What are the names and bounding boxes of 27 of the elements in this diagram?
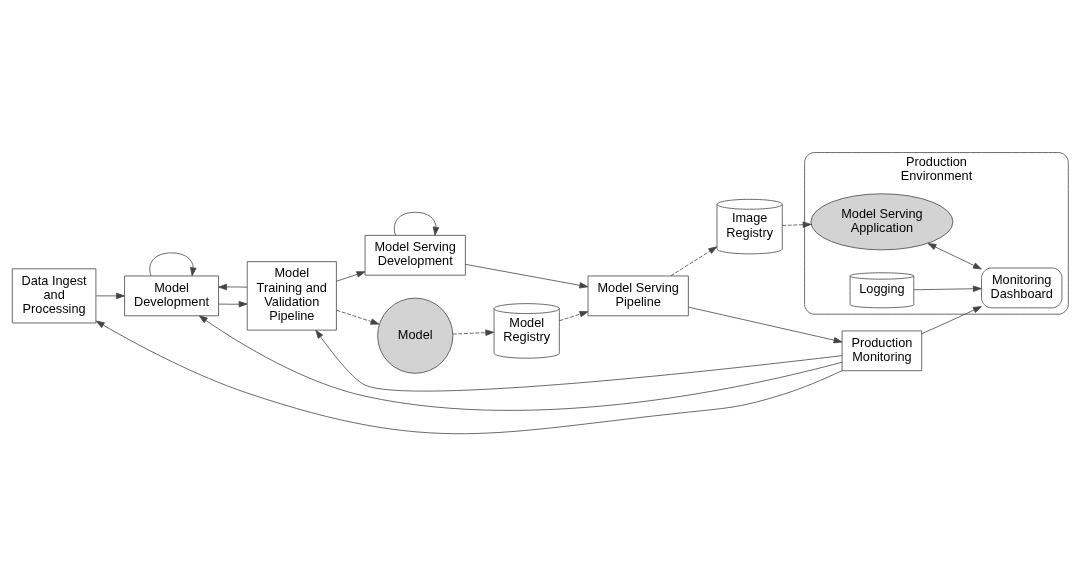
arrow [559,310,589,321]
arrow [688,306,843,343]
arrow [149,252,197,276]
arrow [95,320,843,434]
arrow [393,211,440,236]
arrow [452,329,495,336]
arrow [218,300,248,307]
node-box: Model Development [124,275,219,316]
arrow [198,314,843,411]
arrow [315,329,843,391]
arrow [95,292,125,299]
arrow [336,270,366,282]
node-box: Production Monitoring [841,330,923,371]
arrow [927,242,982,269]
node-box: Data Ingest and Processing [11,267,97,323]
arrow [913,285,982,292]
node-box: Model Serving Development [364,234,466,276]
node-box: Model Serving Pipeline [587,275,689,316]
arrow [336,309,380,325]
arrow [218,283,248,290]
arrow [465,263,589,288]
arrow [782,221,812,228]
arrow [670,245,718,276]
node-box: Model Training and Validation Pipeline [246,260,337,330]
arrow [921,305,982,334]
node-circle: Model [377,297,454,374]
node-box: Monitoring Dashboard [981,267,1063,308]
